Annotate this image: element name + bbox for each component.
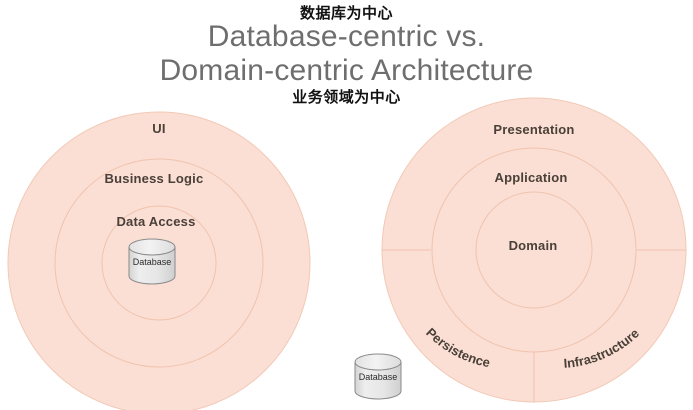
right-architecture-circle: Presentation Application Domain Persiste… [381, 97, 687, 403]
cylinder-label: Database [359, 372, 398, 382]
ring-label-application: Application [495, 170, 568, 185]
cylinder-body [354, 361, 402, 400]
ring-label-ui: UI [152, 121, 165, 136]
page-title-line-1: Database-centric vs. [207, 20, 486, 53]
cylinder-database-external[interactable]: Database [354, 353, 402, 400]
cylinder-body [128, 246, 176, 285]
cylinder-top-ellipse [128, 238, 176, 256]
annotation-domain-centric: 业务领域为中心 [292, 88, 401, 106]
cylinder-label: Database [133, 257, 172, 267]
ring-label-data-access: Data Access [116, 214, 195, 229]
ring-domain[interactable] [475, 191, 593, 309]
page-title-line-2: Domain-centric Architecture [159, 53, 534, 87]
annotation-database-centric: 数据库为中心 [299, 4, 393, 22]
ring-label-business-logic: Business Logic [105, 171, 204, 186]
cylinder-database-center[interactable]: Database [128, 238, 176, 285]
ring-label-domain: Domain [509, 238, 558, 253]
cylinder-top-ellipse [354, 353, 402, 371]
ring-label-presentation: Presentation [493, 122, 574, 137]
left-architecture-circle: UI Business Logic Data Access Database [7, 111, 311, 410]
page-title: Database-centric vs. Domain-centric Arch… [0, 20, 693, 87]
